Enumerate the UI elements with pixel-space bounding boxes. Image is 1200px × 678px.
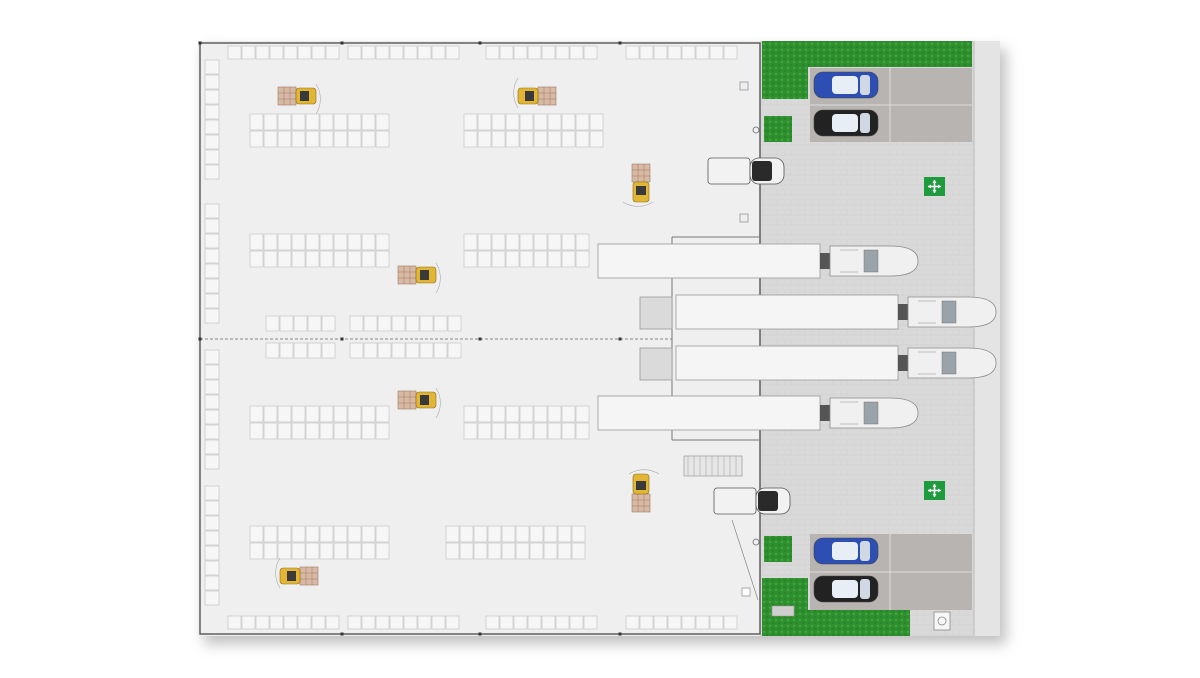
stairs bbox=[683, 455, 743, 477]
forklift-icon bbox=[628, 469, 660, 513]
forklift-icon bbox=[513, 77, 557, 109]
forklift-icon bbox=[277, 83, 321, 115]
rack-block bbox=[463, 113, 604, 148]
wall-racking bbox=[204, 59, 220, 606]
gate-booth bbox=[771, 605, 951, 631]
semi-truck-icon bbox=[597, 395, 919, 431]
structural-column bbox=[478, 337, 482, 341]
rack-block bbox=[249, 113, 390, 148]
rack-block bbox=[249, 233, 390, 268]
wall-rack-column bbox=[204, 485, 220, 606]
car-icon bbox=[713, 487, 791, 515]
car-group bbox=[707, 71, 879, 603]
semi-truck-icon bbox=[597, 243, 919, 279]
structural-column bbox=[618, 632, 622, 636]
rack-block bbox=[349, 342, 462, 359]
semi-truck-icon bbox=[675, 345, 997, 381]
rack-block bbox=[463, 233, 590, 268]
structural-column bbox=[478, 632, 482, 636]
assembly-point-icon bbox=[924, 177, 945, 196]
rack-block bbox=[265, 342, 336, 359]
forklift-icon bbox=[275, 557, 319, 589]
rack-block bbox=[227, 45, 340, 60]
wall-rack-column bbox=[204, 349, 220, 470]
structural-column bbox=[198, 41, 202, 45]
door-marker bbox=[739, 81, 749, 91]
structural-column bbox=[340, 337, 344, 341]
rack-block bbox=[625, 45, 738, 60]
rack-block bbox=[463, 405, 590, 440]
truck-group bbox=[597, 243, 997, 431]
structural-column bbox=[618, 41, 622, 45]
bollard bbox=[752, 538, 760, 546]
dock-leveler-2 bbox=[639, 296, 673, 330]
grass-area-top-left bbox=[762, 41, 808, 99]
structural-column bbox=[618, 337, 622, 341]
structural-column bbox=[340, 632, 344, 636]
rack-block bbox=[227, 615, 340, 630]
door-marker bbox=[739, 213, 749, 223]
door-marker bbox=[741, 587, 751, 597]
rack-block bbox=[625, 615, 738, 630]
pallet-racking bbox=[198, 41, 738, 636]
rack-block bbox=[445, 525, 586, 560]
car-icon bbox=[813, 575, 879, 603]
car-icon bbox=[707, 157, 785, 185]
rack-block bbox=[249, 525, 390, 560]
structural-column bbox=[198, 337, 202, 341]
rack-block bbox=[485, 45, 598, 60]
structural-column bbox=[340, 41, 344, 45]
forklift-icon bbox=[622, 163, 654, 207]
rack-block bbox=[265, 315, 336, 332]
rack-block bbox=[349, 315, 462, 332]
rack-block bbox=[249, 405, 390, 440]
grass-patch-lower bbox=[764, 536, 792, 562]
forklift-icon bbox=[397, 387, 441, 419]
forklift-group bbox=[275, 77, 660, 589]
wall-rack-column bbox=[204, 59, 220, 180]
forklift-icon bbox=[397, 262, 441, 294]
assembly-point-icon bbox=[924, 481, 945, 500]
car-icon bbox=[813, 71, 879, 99]
car-icon bbox=[813, 109, 879, 137]
rack-block bbox=[347, 615, 460, 630]
structural-column bbox=[478, 41, 482, 45]
rack-block bbox=[347, 45, 460, 60]
rack-block bbox=[485, 615, 598, 630]
access-road bbox=[974, 41, 1000, 636]
wall-rack-column bbox=[204, 203, 220, 324]
dock-leveler-3 bbox=[639, 347, 673, 381]
grass-patch-upper bbox=[764, 116, 792, 142]
semi-truck-icon bbox=[675, 294, 997, 330]
bollard bbox=[752, 126, 760, 134]
car-icon bbox=[813, 537, 879, 565]
